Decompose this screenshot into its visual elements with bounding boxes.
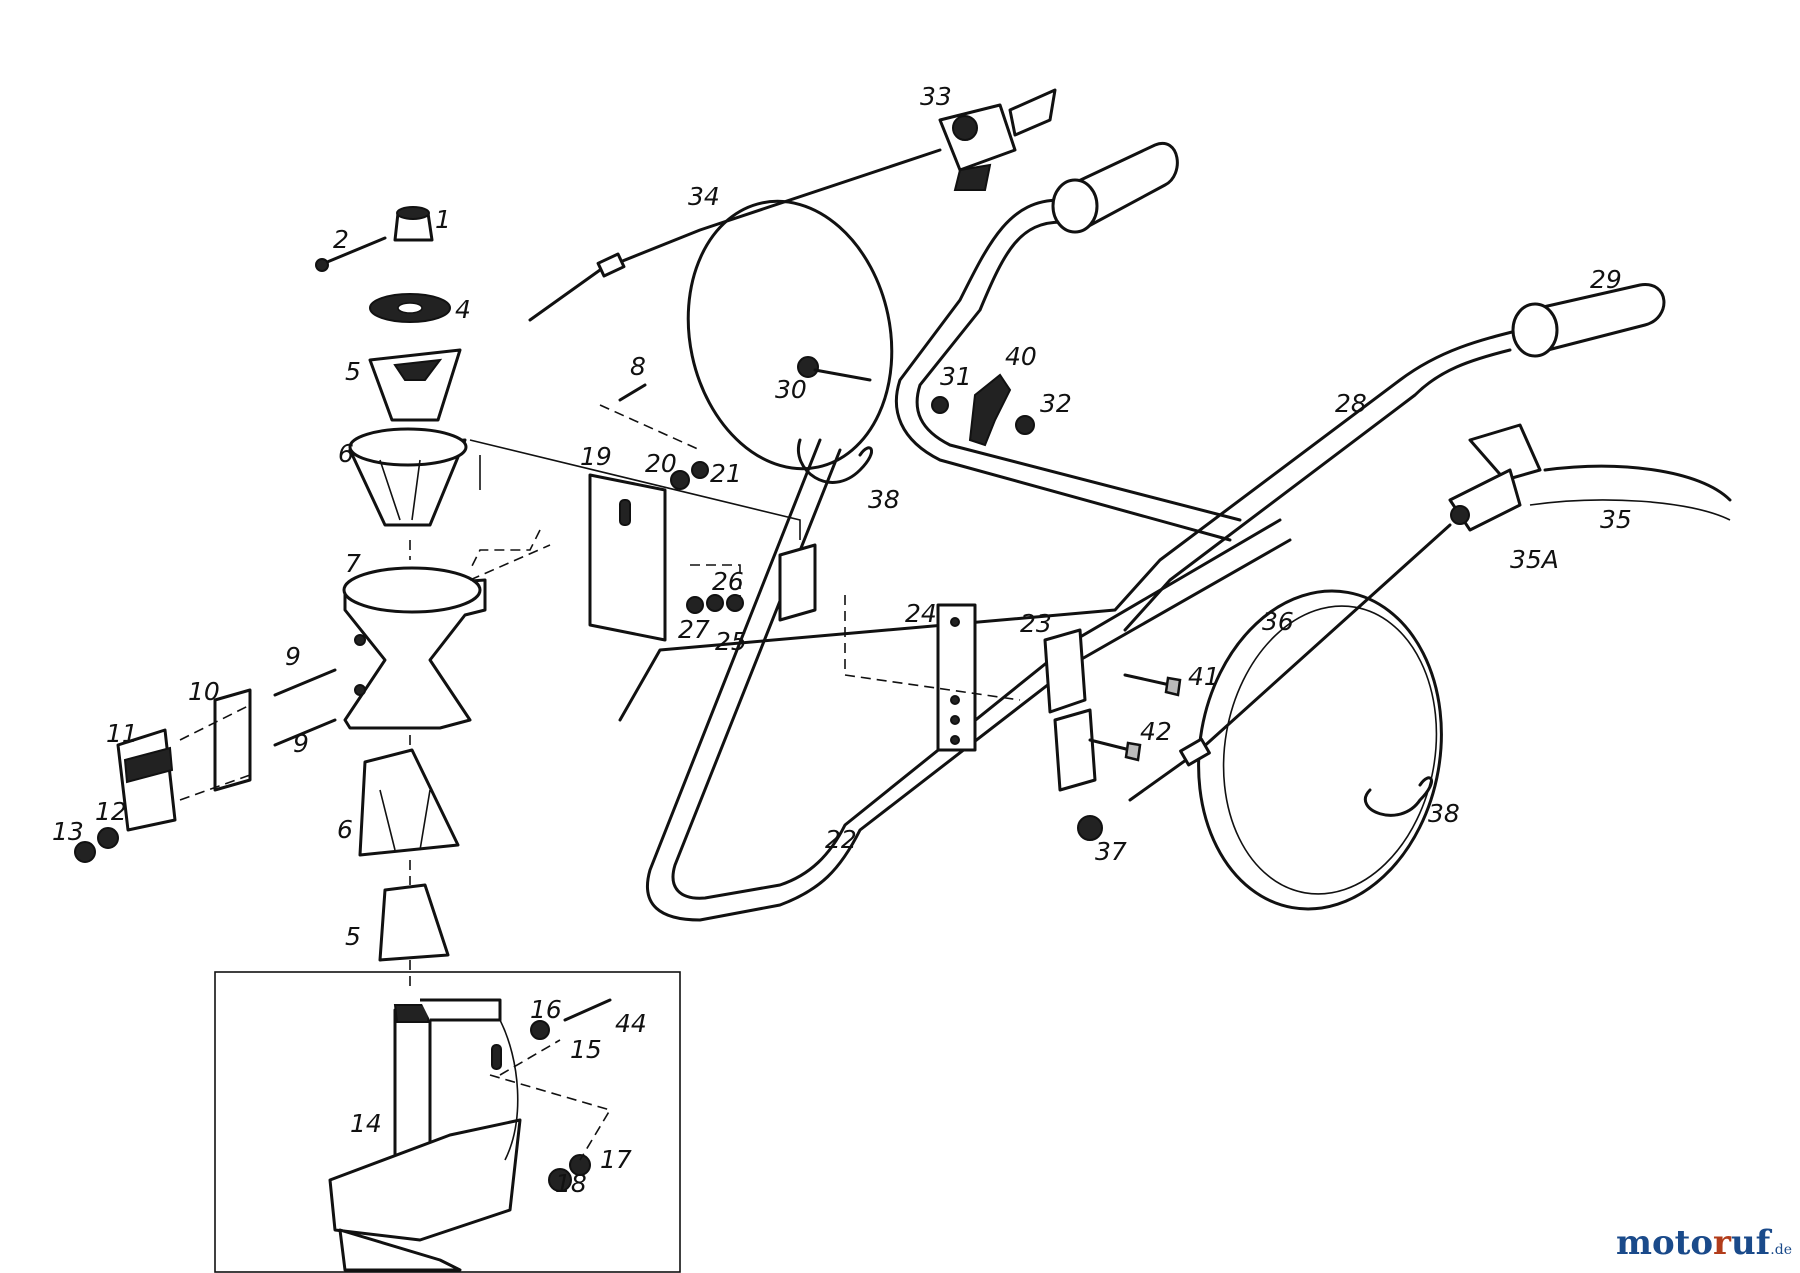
label-10: 10	[188, 677, 220, 706]
label-31: 31	[940, 362, 972, 391]
label-37: 37	[1095, 837, 1127, 866]
label-41: 41	[1188, 662, 1220, 691]
label-34: 34	[688, 182, 720, 211]
label-18: 18	[555, 1169, 587, 1198]
watermark-part1: moto	[1615, 1223, 1714, 1263]
grip-left	[1051, 141, 1179, 234]
clutch-lever	[1448, 423, 1732, 532]
label-42: 42	[1140, 717, 1172, 746]
handlebar-frame	[618, 198, 1522, 922]
watermark-part3: uf	[1730, 1223, 1771, 1263]
label-17: 17	[600, 1145, 632, 1174]
label-9b: 9	[293, 729, 309, 758]
label-19: 19	[580, 442, 612, 471]
label-22: 22	[825, 825, 857, 854]
knob	[931, 373, 1035, 447]
inset-frame	[214, 971, 681, 1273]
cable-throttle	[528, 148, 942, 471]
parts-stack-bottom	[328, 998, 612, 1272]
watermark-part2: r	[1713, 1223, 1731, 1263]
label-25: 25	[715, 627, 747, 656]
label-20: 20	[645, 449, 677, 478]
label-33: 33	[920, 82, 952, 111]
parts-stack-top	[315, 206, 551, 730]
label-7: 7	[345, 549, 361, 578]
label-6b: 6	[337, 815, 353, 844]
mount-bracket	[936, 603, 1097, 792]
label-5a: 5	[345, 357, 361, 386]
grip-right	[1511, 283, 1666, 358]
label-16: 16	[530, 995, 562, 1024]
label-8: 8	[630, 352, 646, 381]
label-21: 21	[710, 459, 742, 488]
label-28: 28	[1335, 389, 1367, 418]
label-13: 13	[52, 817, 84, 846]
label-14: 14	[350, 1109, 382, 1138]
part-labels: 1 2 4 5 6 7 8 9 9 10 11 12 13 6 5 14 15 …	[52, 82, 1632, 1198]
label-26: 26	[712, 567, 744, 596]
label-40: 40	[1005, 342, 1037, 371]
label-9a: 9	[285, 642, 301, 671]
nuts-small	[670, 461, 744, 614]
label-29: 29	[1590, 265, 1622, 294]
bolts-41-42	[1088, 673, 1182, 762]
label-27: 27	[678, 615, 710, 644]
cable-clutch	[1128, 523, 1452, 911]
screw-8	[618, 383, 647, 402]
label-35A: 35A	[1510, 545, 1559, 574]
cable-clip-upper	[797, 438, 873, 484]
label-36: 36	[1262, 607, 1294, 636]
upper-mount-bracket	[469, 404, 1021, 701]
label-30: 30	[775, 375, 807, 404]
label-44: 44	[615, 1009, 647, 1038]
nut-37	[1077, 815, 1103, 841]
watermark-part4: .de	[1770, 1242, 1792, 1258]
label-12: 12	[95, 797, 127, 826]
label-11: 11	[106, 719, 138, 748]
label-4: 4	[455, 295, 471, 324]
parts-stack-middle	[74, 540, 460, 990]
label-1: 1	[435, 205, 451, 234]
label-38b: 38	[1428, 799, 1460, 828]
label-38a: 38	[868, 485, 900, 514]
cable-clip-lower	[1363, 776, 1433, 817]
label-2: 2	[333, 225, 349, 254]
throttle-lever	[938, 88, 1057, 191]
label-35: 35	[1600, 505, 1632, 534]
bolt-30	[797, 356, 872, 382]
label-24: 24	[905, 599, 937, 628]
watermark-logo: motoruf.de	[1616, 1223, 1792, 1263]
label-5b: 5	[345, 922, 361, 951]
label-15: 15	[570, 1035, 602, 1064]
label-32: 32	[1040, 389, 1072, 418]
label-23: 23	[1020, 609, 1052, 638]
label-6a: 6	[338, 439, 354, 468]
